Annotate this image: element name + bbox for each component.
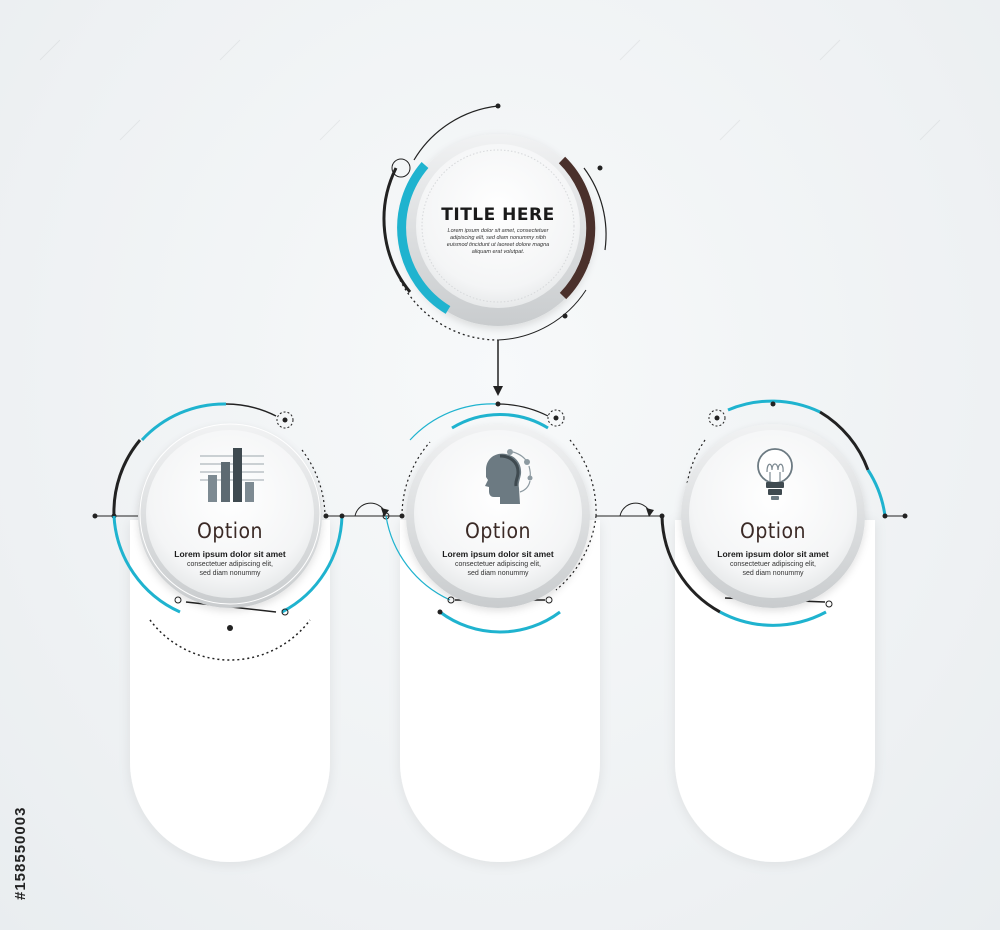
title-description: Lorem ipsum dolor sit amet, consectetuer…	[446, 228, 550, 255]
title-node	[382, 103, 607, 396]
light-bulb-icon	[757, 448, 793, 500]
title-heading: TITLE HERE	[441, 205, 555, 225]
option-node-3	[659, 399, 908, 627]
head-profile-icon	[485, 449, 533, 504]
option-2-line-2: sed diam nonummy	[467, 570, 529, 577]
watermark-pattern	[39, 39, 941, 141]
option-2-title: Option	[464, 519, 532, 543]
connector-1-2	[342, 502, 402, 520]
option-3-heading: Lorem ipsum dolor sit amet	[717, 549, 829, 559]
option-2-heading: Lorem ipsum dolor sit amet	[442, 549, 554, 559]
panel-option-2	[400, 520, 600, 862]
option-3-line-2: sed diam nonummy	[742, 570, 804, 577]
option-3-line-1: consectetuer adipiscing elit,	[730, 561, 816, 568]
option-1-line-2: sed diam nonummy	[199, 570, 261, 577]
stock-image-id: #158550003	[12, 806, 29, 900]
bar-chart-icon	[200, 448, 264, 502]
option-node-1	[92, 402, 345, 661]
option-1-heading: Lorem ipsum dolor sit amet	[174, 549, 286, 559]
connector-2-3	[618, 502, 662, 517]
option-1-line-1: consectetuer adipiscing elit,	[187, 561, 273, 568]
option-2-line-1: consectetuer adipiscing elit,	[455, 561, 541, 568]
panel-option-3	[675, 520, 875, 862]
option-1-title: Option	[196, 519, 264, 543]
option-node-2	[385, 401, 618, 634]
option-3-title: Option	[739, 519, 807, 543]
panel-option-1	[130, 520, 330, 862]
